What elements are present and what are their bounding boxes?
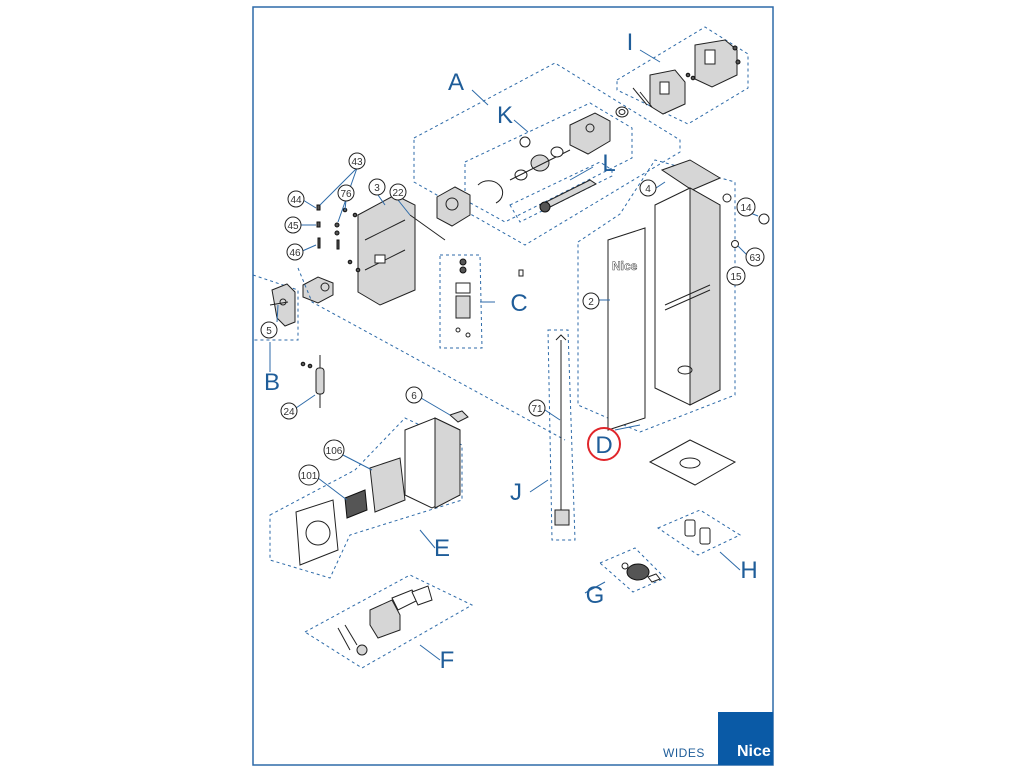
svg-text:4: 4 <box>645 184 651 195</box>
callout-4: 4 <box>639 179 657 197</box>
label-group-c: C <box>510 290 527 317</box>
svg-text:15: 15 <box>730 272 742 283</box>
svg-text:43: 43 <box>351 157 363 168</box>
label-group-g: G <box>586 582 605 609</box>
callout-45: 45 <box>284 216 302 234</box>
svg-text:22: 22 <box>392 188 404 199</box>
svg-text:106: 106 <box>326 446 343 457</box>
group-j-rod <box>547 329 576 541</box>
svg-text:3: 3 <box>374 183 380 194</box>
label-group-f: F <box>440 647 455 674</box>
leader-lines <box>269 49 759 661</box>
callout-71: 71 <box>528 399 546 417</box>
callout-24: 24 <box>280 402 298 420</box>
label-group-k: K <box>497 102 513 129</box>
group-d-cabinet: Nice <box>577 159 770 486</box>
svg-text:2: 2 <box>588 297 594 308</box>
brand-logo-text: Nice <box>737 743 771 760</box>
callout-44: 44 <box>287 190 305 208</box>
group-c-assembly <box>439 254 524 349</box>
label-group-b: B <box>264 369 280 396</box>
svg-text:71: 71 <box>531 404 543 415</box>
label-group-l: L <box>602 150 615 177</box>
svg-text:63: 63 <box>749 253 761 264</box>
label-group-h: H <box>740 557 757 584</box>
callout-43: 43 <box>348 152 366 170</box>
callout-2: 2 <box>582 292 600 310</box>
group-h-assembly <box>656 509 742 556</box>
label-group-e: E <box>434 535 450 562</box>
highlight-circle-d <box>587 427 621 461</box>
svg-text:45: 45 <box>287 221 299 232</box>
callout-6: 6 <box>405 386 423 404</box>
main-frame-assembly <box>302 194 446 306</box>
svg-text:14: 14 <box>740 203 752 214</box>
callout-46: 46 <box>286 243 304 261</box>
svg-text:6: 6 <box>411 391 417 402</box>
svg-text:76: 76 <box>340 189 352 200</box>
callout-63: 63 <box>745 247 765 267</box>
group-i-assembly <box>616 26 749 125</box>
callout-15: 15 <box>726 266 746 286</box>
callout-76: 76 <box>337 184 355 202</box>
diagram-frame <box>252 6 774 766</box>
callout-3: 3 <box>368 178 386 196</box>
label-group-i: I <box>627 29 634 56</box>
group-a-gearbox-assembly <box>413 62 681 246</box>
svg-text:24: 24 <box>283 407 295 418</box>
part-number-callouts: 43 44 45 46 76 3 22 5 24 6 71 106 101 2 … <box>260 152 765 486</box>
callout-5: 5 <box>260 321 278 339</box>
group-e-electronics <box>269 410 469 579</box>
callout-14: 14 <box>736 197 756 217</box>
label-group-d: D <box>595 432 612 459</box>
cabinet-door-brand-text: Nice <box>612 259 638 273</box>
svg-text:44: 44 <box>290 195 302 206</box>
callout-22: 22 <box>389 183 407 201</box>
callout-106: 106 <box>323 439 345 461</box>
label-group-j: J <box>510 479 522 506</box>
svg-text:5: 5 <box>266 326 272 337</box>
group-g-assembly <box>599 547 666 593</box>
svg-text:101: 101 <box>301 471 318 482</box>
callout-101: 101 <box>298 464 320 486</box>
model-name-label: WIDES <box>663 746 705 760</box>
group-f-assembly <box>304 574 474 669</box>
brand-logo-box <box>718 712 773 765</box>
label-group-a: A <box>448 69 464 96</box>
svg-text:46: 46 <box>289 248 301 259</box>
